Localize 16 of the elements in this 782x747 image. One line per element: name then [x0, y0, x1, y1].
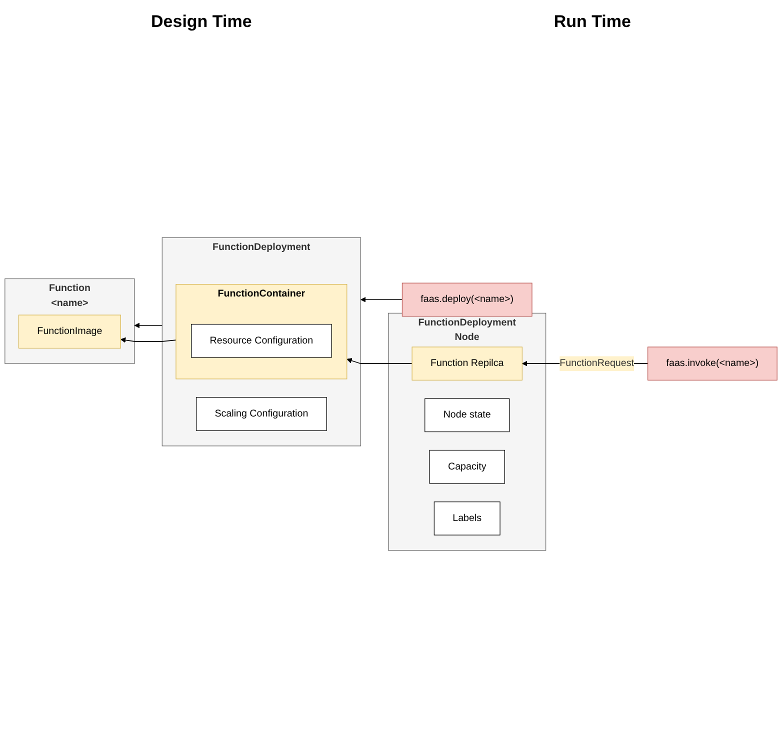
node-box: Node state — [424, 398, 510, 432]
arrow — [346, 358, 412, 364]
node-box: faas.deploy(<name>) — [402, 282, 532, 317]
section-heading: Run Time — [554, 12, 631, 32]
arrow — [134, 322, 163, 328]
arrow — [120, 337, 176, 343]
node-box: FunctionImage — [18, 314, 121, 349]
edge-label: FunctionRequest — [560, 358, 634, 368]
node-box: Capacity — [429, 450, 505, 484]
section-heading: Design Time — [151, 12, 252, 32]
arrow — [360, 296, 403, 302]
node-box: Resource Configuration — [191, 324, 332, 358]
node-box: Labels — [434, 502, 500, 536]
node-box: Scaling Configuration — [196, 397, 327, 431]
node-box: Function Repilca — [412, 346, 522, 380]
node-box: faas.invoke(<name>) — [648, 346, 778, 380]
